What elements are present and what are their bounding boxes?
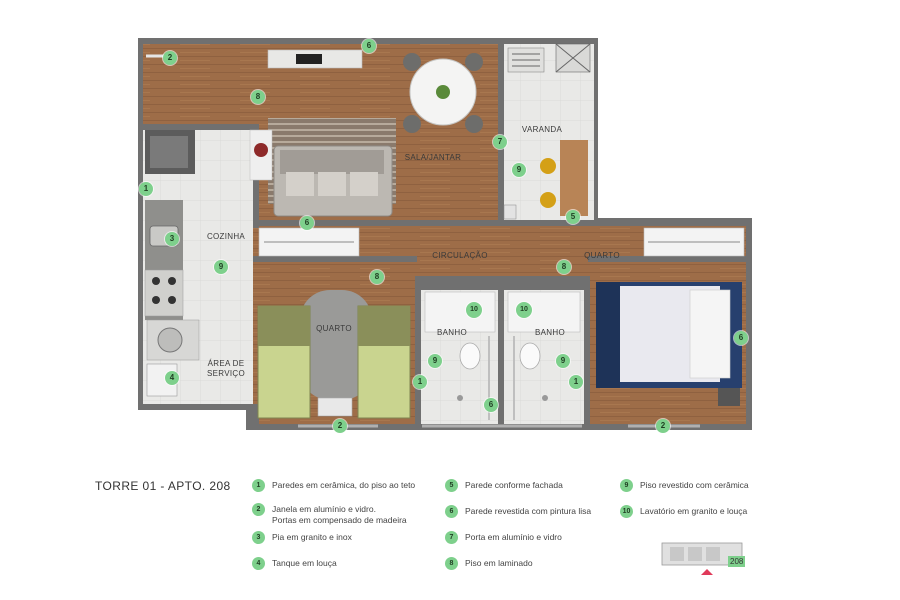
legend-text: Paredes em cerâmica, do piso ao teto <box>272 480 416 490</box>
plan-marker: 1 <box>139 182 153 196</box>
plan-marker: 1 <box>413 375 427 389</box>
legend-item: 3 Pia em granito e inox <box>252 531 442 561</box>
room-label-area-servico: ÁREA DE SERVIÇO <box>207 359 245 378</box>
legend-item: 9 Piso revestido com cerâmica <box>620 479 790 509</box>
sala-furniture <box>146 49 483 217</box>
room-label-varanda: VARANDA <box>521 125 563 134</box>
closets <box>258 227 745 257</box>
legend-item: 2 Janela em alumínio e vidro. Portas em … <box>252 503 442 533</box>
legend-item: 5 Parede conforme fachada <box>445 479 615 509</box>
room-label-quarto-1: QUARTO <box>316 324 352 333</box>
legend-item: 1 Paredes em cerâmica, do piso ao teto <box>252 479 442 509</box>
plan-marker: 1 <box>569 375 583 389</box>
plan-marker: 6 <box>362 39 376 53</box>
legend-number: 7 <box>445 531 458 544</box>
legend-item: 8 Piso em laminado <box>445 557 615 587</box>
plan-marker: 2 <box>656 419 670 433</box>
plan-marker: 9 <box>512 163 526 177</box>
plan-marker: 6 <box>300 216 314 230</box>
plan-marker: 4 <box>165 371 179 385</box>
legend-number: 9 <box>620 479 633 492</box>
plan-marker: 9 <box>214 260 228 274</box>
plan-marker: 10 <box>466 302 482 318</box>
legend-text: Tanque em louça <box>272 558 337 568</box>
plan-marker: 2 <box>163 51 177 65</box>
position-marker <box>701 569 713 575</box>
quarto2-furniture <box>596 282 742 406</box>
room-label-sala: SALA/JANTAR <box>404 153 462 162</box>
legend-number: 6 <box>445 505 458 518</box>
unit-title: TORRE 01 - APTO. 208 <box>95 479 231 493</box>
legend-number: 5 <box>445 479 458 492</box>
legend-number: 10 <box>620 505 633 518</box>
plan-marker: 6 <box>734 331 748 345</box>
room-label-cozinha: COZINHA <box>206 232 246 241</box>
legend-text: Porta em alumínio e vidro <box>465 532 562 542</box>
legend-text: Lavatório em granito e louça <box>640 506 748 516</box>
legend-text: Piso revestido com cerâmica <box>640 480 749 490</box>
plan-marker: 6 <box>484 398 498 412</box>
room-label-banho-2: BANHO <box>535 328 565 337</box>
plan-marker: 8 <box>557 260 571 274</box>
legend-number: 2 <box>252 503 265 516</box>
plan-marker: 2 <box>333 419 347 433</box>
legend-text: Parede conforme fachada <box>465 480 563 490</box>
floor-plan <box>138 38 752 430</box>
legend-text: Janela em alumínio e vidro. Portas em co… <box>272 504 407 525</box>
legend-number: 8 <box>445 557 458 570</box>
plan-marker: 7 <box>493 135 507 149</box>
legend-number: 1 <box>252 479 265 492</box>
plan-marker: 3 <box>165 232 179 246</box>
plan-marker: 8 <box>370 270 384 284</box>
plan-marker: 9 <box>556 354 570 368</box>
legend-text: Parede revestida com pintura lisa <box>465 506 592 516</box>
legend-item: 6 Parede revestida com pintura lisa <box>445 505 615 535</box>
key-plan <box>661 542 743 575</box>
legend-number: 4 <box>252 557 265 570</box>
plan-marker: 5 <box>566 210 580 224</box>
room-label-quarto-2: QUARTO <box>584 251 620 260</box>
room-label-banho-1: BANHO <box>437 328 467 337</box>
legend-text: Pia em granito e inox <box>272 532 352 542</box>
legend-text: Piso em laminado <box>465 558 533 568</box>
key-plan-unit-number: 208 <box>728 556 746 567</box>
quarto1-furniture <box>257 290 411 419</box>
legend-item: 4 Tanque em louça <box>252 557 442 587</box>
legend-item: 7 Porta em alumínio e vidro <box>445 531 615 561</box>
room-label-circulacao: CIRCULAÇÃO <box>432 251 488 260</box>
plan-marker: 9 <box>428 354 442 368</box>
plan-marker: 10 <box>516 302 532 318</box>
varanda-furniture <box>503 43 591 220</box>
legend-number: 3 <box>252 531 265 544</box>
kitchen-counter <box>144 130 200 397</box>
plan-marker: 8 <box>251 90 265 104</box>
legend-item: 10 Lavatório em granito e louça <box>620 505 790 535</box>
